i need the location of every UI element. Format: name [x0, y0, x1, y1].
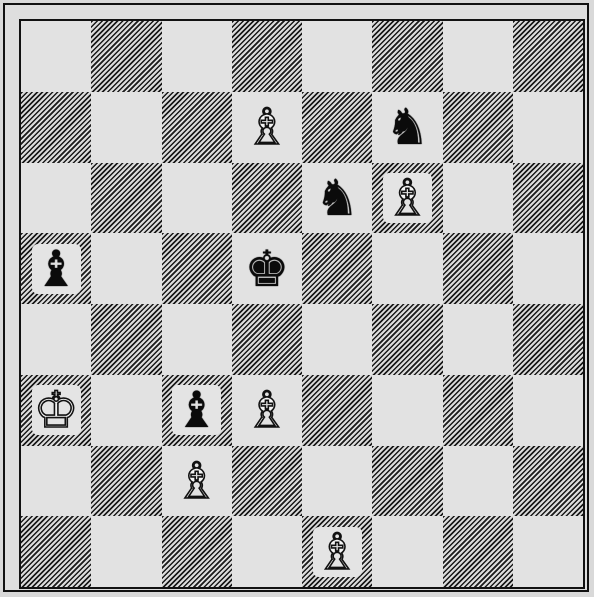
square-g2[interactable]: [443, 446, 513, 517]
square-a8[interactable]: [21, 21, 91, 92]
square-b4[interactable]: [91, 304, 161, 375]
square-c4[interactable]: [162, 304, 232, 375]
square-b8[interactable]: [91, 21, 161, 92]
square-d7[interactable]: ♗: [232, 92, 302, 163]
square-c1[interactable]: [162, 516, 232, 587]
square-c7[interactable]: [162, 92, 232, 163]
square-c8[interactable]: [162, 21, 232, 92]
piece-backdrop: ♝: [32, 244, 81, 294]
square-g4[interactable]: [443, 304, 513, 375]
square-e8[interactable]: [302, 21, 372, 92]
square-g5[interactable]: [443, 233, 513, 304]
white-king-piece[interactable]: ♔: [34, 381, 79, 439]
square-d3[interactable]: ♗: [232, 375, 302, 446]
square-b6[interactable]: [91, 163, 161, 234]
square-c5[interactable]: [162, 233, 232, 304]
white-bishop-piece[interactable]: ♗: [174, 456, 219, 506]
square-f4[interactable]: [372, 304, 442, 375]
square-f1[interactable]: [372, 516, 442, 587]
square-b1[interactable]: [91, 516, 161, 587]
black-bishop-piece[interactable]: ♝: [174, 381, 219, 439]
square-h5[interactable]: [513, 233, 583, 304]
white-bishop-piece[interactable]: ♗: [244, 385, 289, 435]
square-c6[interactable]: [162, 163, 232, 234]
piece-backdrop: ♗: [383, 173, 432, 223]
square-a5[interactable]: ♝: [21, 233, 91, 304]
square-f2[interactable]: [372, 446, 442, 517]
square-g6[interactable]: [443, 163, 513, 234]
white-bishop-piece[interactable]: ♗: [244, 102, 289, 152]
square-a1[interactable]: [21, 516, 91, 587]
square-a6[interactable]: [21, 163, 91, 234]
square-h3[interactable]: [513, 375, 583, 446]
square-h1[interactable]: [513, 516, 583, 587]
square-e1[interactable]: ♗: [302, 516, 372, 587]
square-g7[interactable]: [443, 92, 513, 163]
black-king-piece[interactable]: ♚: [244, 244, 289, 294]
piece-backdrop: ♝: [172, 385, 221, 435]
white-bishop-piece[interactable]: ♗: [315, 523, 360, 581]
square-d4[interactable]: [232, 304, 302, 375]
white-bishop-piece[interactable]: ♗: [385, 169, 430, 227]
square-a4[interactable]: [21, 304, 91, 375]
square-b7[interactable]: [91, 92, 161, 163]
piece-backdrop: ♔: [32, 385, 81, 435]
piece-backdrop: ♗: [313, 527, 362, 577]
square-d5[interactable]: ♚: [232, 233, 302, 304]
square-e6[interactable]: ♞: [302, 163, 372, 234]
square-g8[interactable]: [443, 21, 513, 92]
square-f6[interactable]: ♗: [372, 163, 442, 234]
square-b3[interactable]: [91, 375, 161, 446]
square-g3[interactable]: [443, 375, 513, 446]
square-e2[interactable]: [302, 446, 372, 517]
square-h4[interactable]: [513, 304, 583, 375]
square-h6[interactable]: [513, 163, 583, 234]
square-d1[interactable]: [232, 516, 302, 587]
square-d6[interactable]: [232, 163, 302, 234]
square-a2[interactable]: [21, 446, 91, 517]
square-c2[interactable]: ♗: [162, 446, 232, 517]
diagram-frame: ♗ ♞ ♞ ♗ ♝ ♚ ♔ ♝ ♗ ♗ ♗: [3, 3, 589, 592]
square-f5[interactable]: [372, 233, 442, 304]
black-knight-piece[interactable]: ♞: [315, 173, 360, 223]
square-c3[interactable]: ♝: [162, 375, 232, 446]
square-d8[interactable]: [232, 21, 302, 92]
square-f3[interactable]: [372, 375, 442, 446]
square-e3[interactable]: [302, 375, 372, 446]
square-a7[interactable]: [21, 92, 91, 163]
square-b2[interactable]: [91, 446, 161, 517]
chess-board: ♗ ♞ ♞ ♗ ♝ ♚ ♔ ♝ ♗ ♗ ♗: [19, 19, 585, 589]
square-e7[interactable]: [302, 92, 372, 163]
square-h7[interactable]: [513, 92, 583, 163]
square-h2[interactable]: [513, 446, 583, 517]
square-h8[interactable]: [513, 21, 583, 92]
square-e5[interactable]: [302, 233, 372, 304]
square-d2[interactable]: [232, 446, 302, 517]
black-knight-piece[interactable]: ♞: [385, 102, 430, 152]
square-f7[interactable]: ♞: [372, 92, 442, 163]
square-b5[interactable]: [91, 233, 161, 304]
square-f8[interactable]: [372, 21, 442, 92]
square-a3[interactable]: ♔: [21, 375, 91, 446]
square-g1[interactable]: [443, 516, 513, 587]
black-bishop-piece[interactable]: ♝: [34, 240, 79, 298]
square-e4[interactable]: [302, 304, 372, 375]
